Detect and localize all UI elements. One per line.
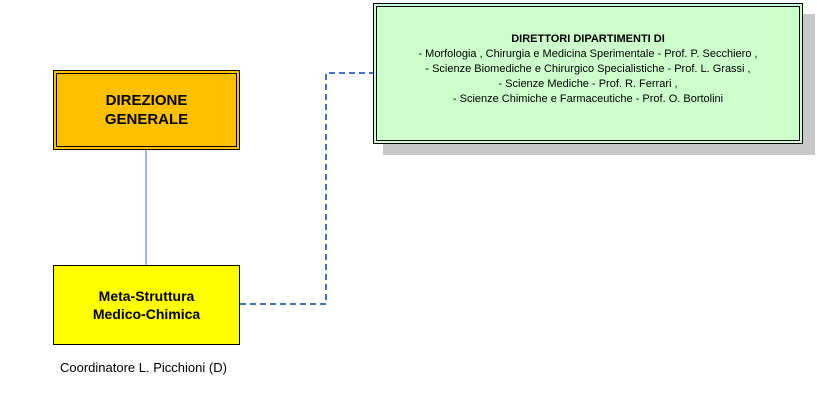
direttori-line-scienze-mediche: - Scienze Mediche - Prof. R. Ferrari , <box>498 78 678 90</box>
direttori-dipartimenti-box[interactable]: DIRETTORI DIPARTIMENTI DI - Morfologia ,… <box>373 3 803 144</box>
direttori-line-scienze-chimiche: - Scienze Chimiche e Farmaceutiche - Pro… <box>452 93 724 105</box>
meta-struttura-box[interactable]: Meta-Struttura Medico-Chimica <box>53 265 240 345</box>
coordinatore-label: Coordinatore L. Picchioni (D) <box>60 360 227 375</box>
direzione-generale-box[interactable]: DIREZIONE GENERALE <box>53 70 240 150</box>
dashed-connector-meta-direttori <box>240 72 373 305</box>
meta-struttura-line2: Medico-Chimica <box>92 306 201 322</box>
direzione-generale-line2: GENERALE <box>104 111 189 128</box>
meta-struttura-line1: Meta-Struttura <box>98 288 195 304</box>
direzione-generale-line1: DIREZIONE <box>105 92 188 109</box>
direttori-title: DIRETTORI DIPARTIMENTI DI <box>511 33 665 45</box>
direttori-line-scienze-biomediche: - Scienze Biomediche e Chirurgico Specia… <box>425 63 751 75</box>
direttori-line-morfologia: - Morfologia , Chirurgia e Medicina Sper… <box>418 48 758 60</box>
